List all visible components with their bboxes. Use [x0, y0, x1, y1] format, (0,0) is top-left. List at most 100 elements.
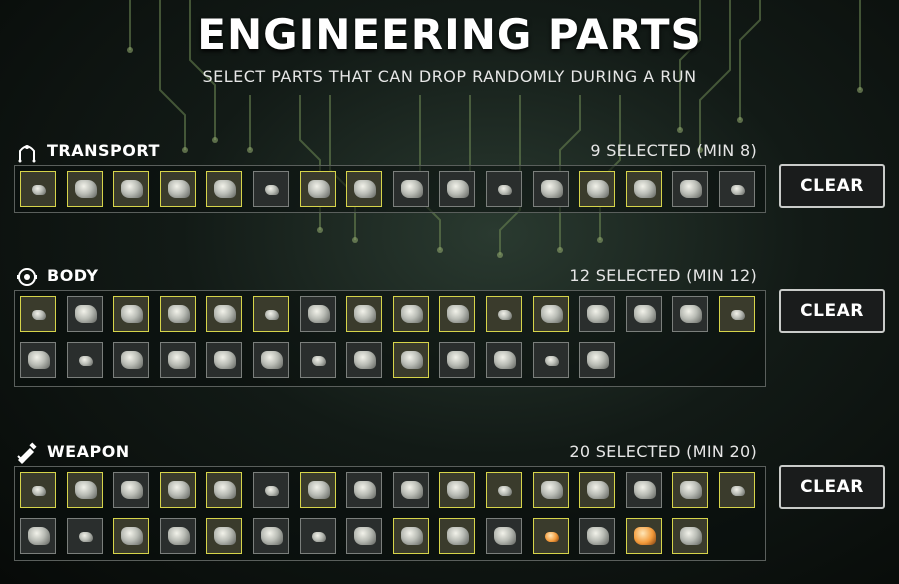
- part-tile[interactable]: [346, 296, 382, 332]
- part-tile[interactable]: [439, 296, 475, 332]
- part-tile[interactable]: [113, 342, 149, 378]
- part-tile[interactable]: [579, 342, 615, 378]
- part-tile[interactable]: [160, 171, 196, 207]
- part-tile[interactable]: [672, 472, 708, 508]
- part-tile[interactable]: [393, 171, 429, 207]
- part-tile[interactable]: [533, 342, 569, 378]
- part-thumbnail: [447, 481, 469, 499]
- part-tile[interactable]: [672, 171, 708, 207]
- part-thumbnail: [121, 180, 143, 198]
- part-tile[interactable]: [579, 171, 615, 207]
- part-tile[interactable]: [346, 342, 382, 378]
- part-tile[interactable]: [206, 296, 242, 332]
- part-tile[interactable]: [20, 518, 56, 554]
- part-tile[interactable]: [486, 296, 522, 332]
- part-tile[interactable]: [253, 518, 289, 554]
- part-tile[interactable]: [160, 296, 196, 332]
- part-tile[interactable]: [67, 518, 103, 554]
- part-tile[interactable]: [533, 472, 569, 508]
- clear-transport-button[interactable]: CLEAR: [779, 164, 885, 208]
- part-thumbnail: [447, 180, 469, 198]
- part-thumbnail: [79, 356, 93, 366]
- part-tile[interactable]: [253, 296, 289, 332]
- part-thumbnail: [28, 527, 50, 545]
- part-tile[interactable]: [300, 518, 336, 554]
- part-tile[interactable]: [253, 171, 289, 207]
- clear-weapon-button[interactable]: CLEAR: [779, 465, 885, 509]
- part-tile[interactable]: [20, 171, 56, 207]
- part-tile[interactable]: [393, 342, 429, 378]
- part-thumbnail: [401, 305, 423, 323]
- part-tile[interactable]: [300, 342, 336, 378]
- part-thumbnail: [312, 356, 326, 366]
- part-thumbnail: [680, 527, 702, 545]
- part-tile[interactable]: [346, 171, 382, 207]
- part-tile[interactable]: [486, 472, 522, 508]
- part-tile[interactable]: [160, 342, 196, 378]
- part-tile[interactable]: [672, 296, 708, 332]
- part-tile[interactable]: [579, 296, 615, 332]
- part-thumbnail: [214, 527, 236, 545]
- part-thumbnail: [32, 310, 46, 320]
- part-tile[interactable]: [160, 472, 196, 508]
- part-tile[interactable]: [719, 296, 755, 332]
- part-thumbnail: [545, 356, 559, 366]
- part-tile[interactable]: [719, 472, 755, 508]
- part-tile[interactable]: [113, 472, 149, 508]
- part-thumbnail: [265, 185, 279, 195]
- part-tile[interactable]: [439, 342, 475, 378]
- part-tile[interactable]: [20, 472, 56, 508]
- part-tile[interactable]: [113, 518, 149, 554]
- part-tile[interactable]: [67, 472, 103, 508]
- part-tile[interactable]: [439, 518, 475, 554]
- part-tile[interactable]: [719, 171, 755, 207]
- part-thumbnail: [634, 481, 656, 499]
- part-tile[interactable]: [579, 518, 615, 554]
- part-tile[interactable]: [206, 472, 242, 508]
- part-tile[interactable]: [67, 171, 103, 207]
- part-tile[interactable]: [393, 472, 429, 508]
- part-tile[interactable]: [346, 472, 382, 508]
- part-thumbnail: [32, 486, 46, 496]
- part-tile[interactable]: [67, 342, 103, 378]
- part-thumbnail: [79, 532, 93, 542]
- part-tile[interactable]: [486, 518, 522, 554]
- clear-body-button[interactable]: CLEAR: [779, 289, 885, 333]
- part-tile[interactable]: [206, 171, 242, 207]
- part-tile[interactable]: [626, 171, 662, 207]
- part-tile[interactable]: [113, 296, 149, 332]
- part-tile[interactable]: [20, 296, 56, 332]
- part-tile[interactable]: [253, 472, 289, 508]
- part-tile[interactable]: [533, 518, 569, 554]
- part-thumbnail: [498, 185, 512, 195]
- part-tile[interactable]: [626, 296, 662, 332]
- part-tile[interactable]: [486, 342, 522, 378]
- part-tile[interactable]: [300, 472, 336, 508]
- part-tile[interactable]: [439, 171, 475, 207]
- section-transport: TRANSPORT 9 SELECTED (MIN 8): [14, 140, 766, 213]
- page-title: ENGINEERING PARTS: [197, 10, 702, 59]
- part-tile[interactable]: [300, 171, 336, 207]
- part-tile[interactable]: [206, 342, 242, 378]
- part-thumbnail: [75, 481, 97, 499]
- part-tile[interactable]: [579, 472, 615, 508]
- part-tile[interactable]: [300, 296, 336, 332]
- part-tile[interactable]: [672, 518, 708, 554]
- part-thumbnail: [541, 180, 563, 198]
- part-tile[interactable]: [486, 171, 522, 207]
- part-tile[interactable]: [393, 518, 429, 554]
- part-tile[interactable]: [533, 296, 569, 332]
- part-tile[interactable]: [626, 472, 662, 508]
- part-tile[interactable]: [346, 518, 382, 554]
- part-tile[interactable]: [160, 518, 196, 554]
- part-tile[interactable]: [439, 472, 475, 508]
- part-thumbnail: [354, 481, 376, 499]
- part-tile[interactable]: [206, 518, 242, 554]
- part-tile[interactable]: [253, 342, 289, 378]
- part-tile[interactable]: [67, 296, 103, 332]
- part-tile[interactable]: [626, 518, 662, 554]
- part-tile[interactable]: [20, 342, 56, 378]
- part-tile[interactable]: [393, 296, 429, 332]
- part-tile[interactable]: [533, 171, 569, 207]
- part-tile[interactable]: [113, 171, 149, 207]
